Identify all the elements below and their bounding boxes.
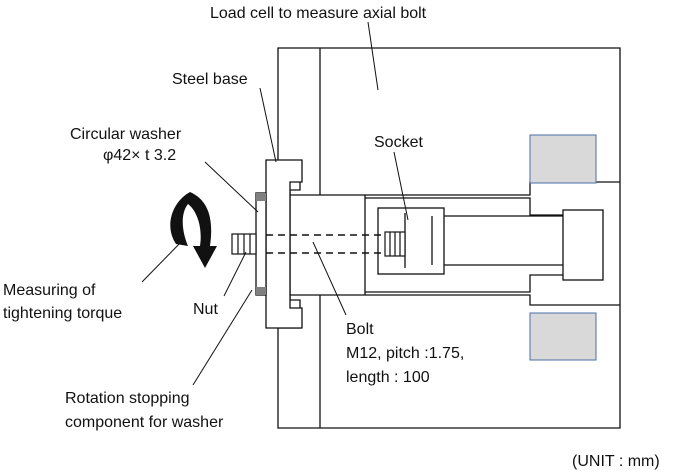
nut-left <box>231 233 257 255</box>
washer-tip-bottom <box>256 287 266 295</box>
label-circular-washer: Circular washer <box>70 126 182 143</box>
washer-tip-top <box>256 193 266 201</box>
label-washer-dims: φ42× t 3.2 <box>103 147 176 164</box>
shaded-block-top <box>529 134 597 184</box>
bolt-shaft <box>266 234 395 254</box>
label-bolt-spec-1: M12, pitch :1.75, <box>346 345 464 362</box>
label-nut: Nut <box>193 301 218 318</box>
steel-base <box>265 159 303 329</box>
label-load-cell: Load cell to measure axial bolt <box>210 5 427 22</box>
label-measuring-1: Measuring of <box>3 282 96 299</box>
label-measuring-2: tightening torque <box>3 305 122 322</box>
label-unit: (UNIT : mm) <box>572 453 660 470</box>
label-bolt: Bolt <box>346 321 374 338</box>
leader-lines <box>141 21 409 386</box>
label-rotation-1: Rotation stopping <box>65 390 190 407</box>
curved-arrow-icon <box>170 192 217 268</box>
nut-right <box>384 231 406 257</box>
label-steel-base: Steel base <box>172 71 248 88</box>
shaded-block-bottom <box>529 312 597 361</box>
label-socket: Socket <box>374 134 423 151</box>
circular-washer <box>255 192 267 296</box>
load-cell-body <box>277 47 621 429</box>
label-rotation-2: component for washer <box>65 414 224 431</box>
label-bolt-spec-2: length : 100 <box>346 369 430 386</box>
